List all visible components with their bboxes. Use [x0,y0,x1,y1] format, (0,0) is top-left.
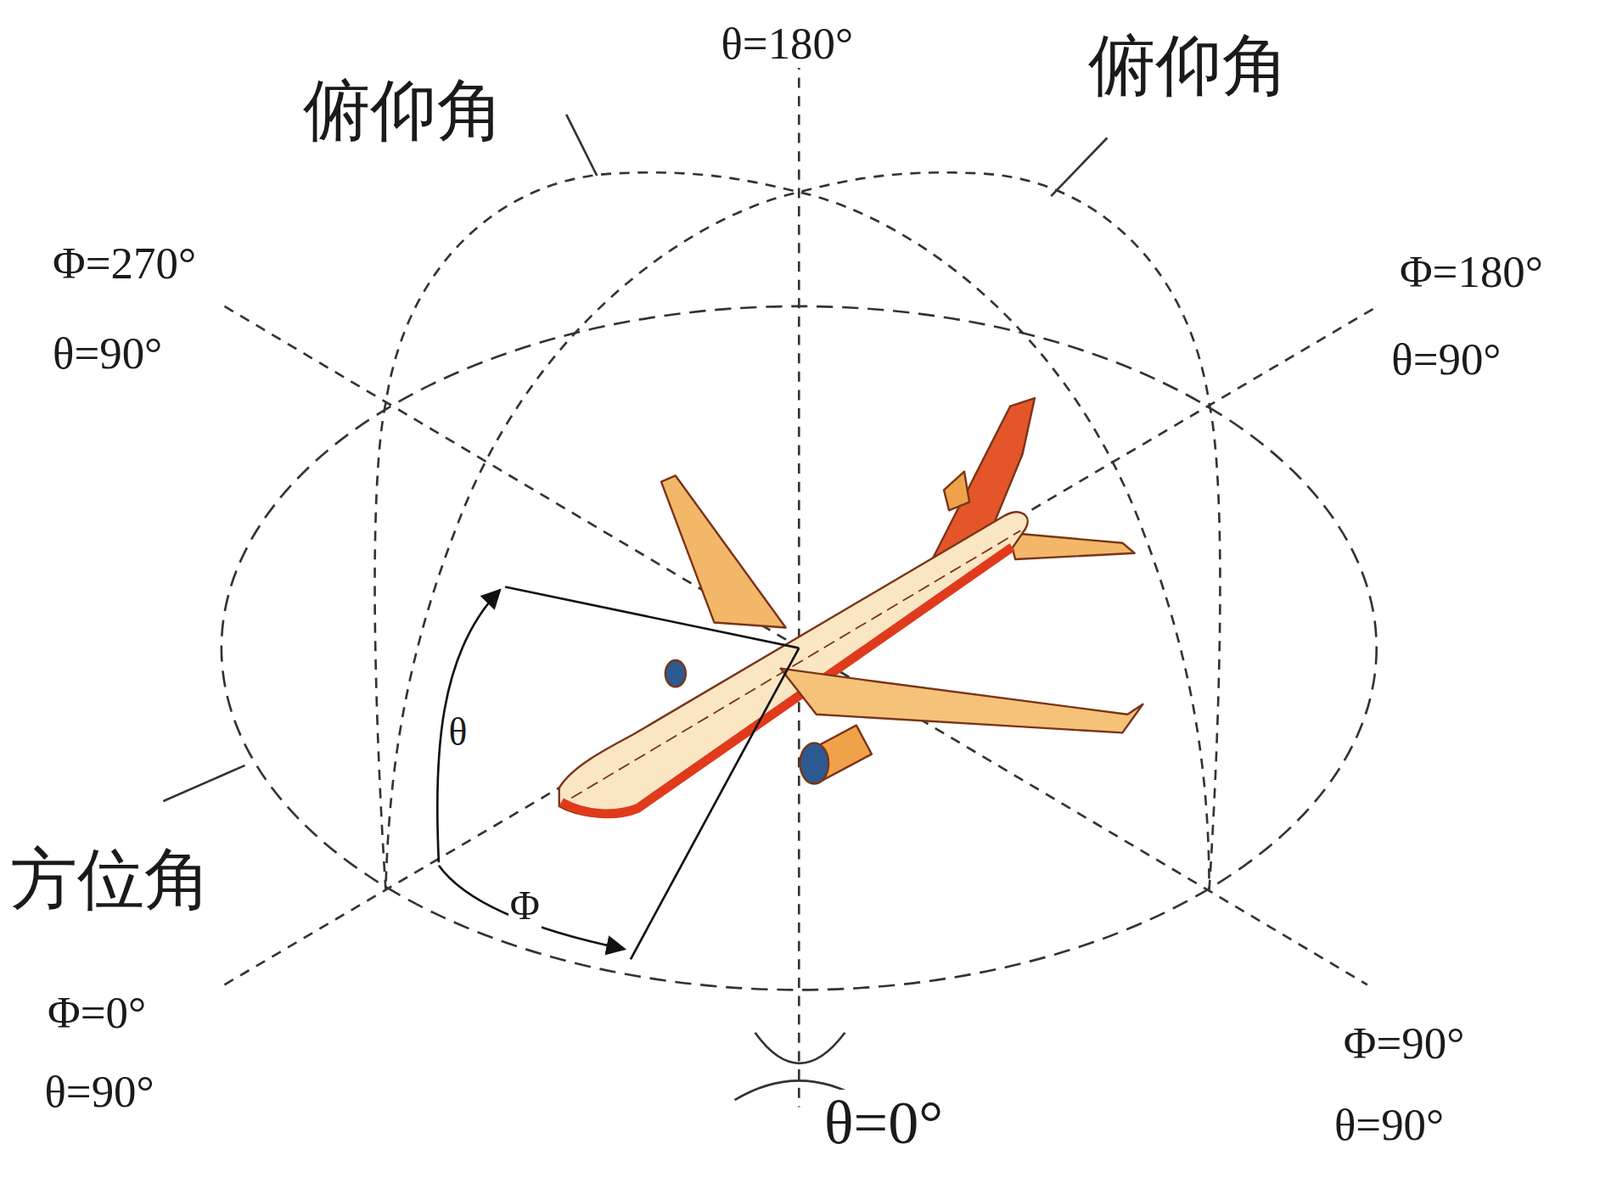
theta-arc [437,589,500,863]
diagonal-axis [224,306,1377,985]
angle-label: θ=0° [822,1089,945,1157]
elevation-arc [375,172,1210,890]
elevation-arc [385,172,1220,890]
angle-label: Φ=90° [1341,1018,1467,1068]
angle-ray [505,586,799,648]
angle-label: θ=180° [719,18,856,68]
phi-symbol: Φ [508,883,542,929]
angle-label: θ=90° [1332,1100,1446,1150]
phi-arc [438,865,625,950]
diagonal-axis [224,306,1367,985]
angle-label: Φ=270° [50,238,198,288]
angle-ray [630,648,799,960]
antenna-symbol [755,1032,846,1064]
leader-line [566,114,597,176]
elevation-label: 俯仰角 [301,73,506,148]
leader-line [162,765,245,802]
angle-label: Φ=180° [1397,247,1545,297]
angle-label: θ=90° [1389,334,1503,384]
vertical-axis [797,40,801,1107]
angle-label: θ=90° [42,1066,156,1117]
theta-symbol: θ [447,711,470,754]
azimuth-label: 方位角 [8,842,214,917]
airplane [559,398,1144,817]
elevation-label: 俯仰角 [1086,28,1292,103]
angle-label: Φ=0° [45,988,148,1038]
angle-label: θ=90° [50,328,164,378]
leader-line [1050,138,1107,197]
